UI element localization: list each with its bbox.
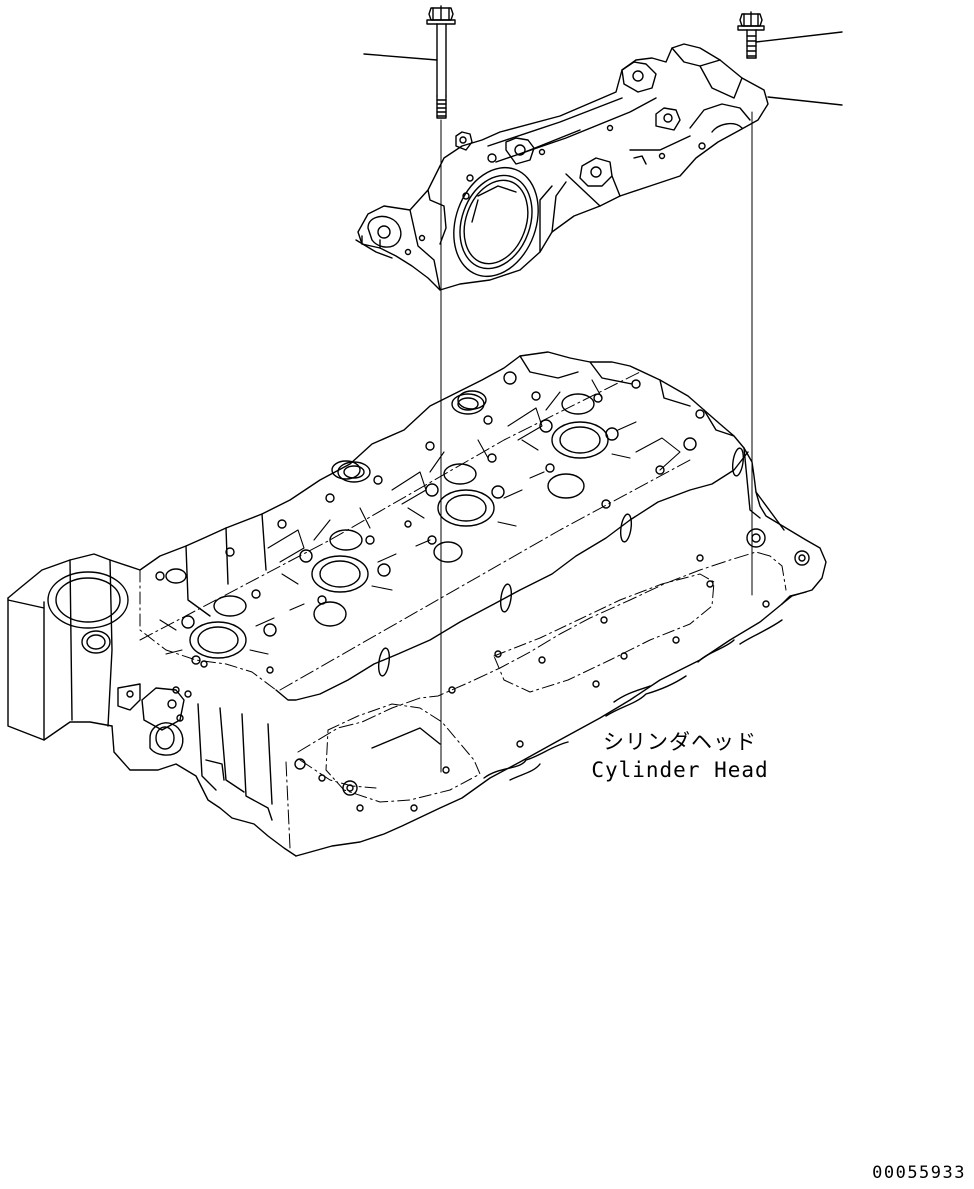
part-label: シリンダヘッド Cylinder Head <box>560 728 800 784</box>
water-manifold <box>356 44 768 290</box>
cylinder-head <box>8 352 826 856</box>
valve-ports <box>190 394 608 658</box>
drawing-number: 00055933 <box>872 1163 966 1183</box>
part-label-japanese: シリンダヘッド <box>603 730 757 754</box>
long-bolt <box>427 6 455 118</box>
part-label-english: Cylinder Head <box>591 758 769 782</box>
alignment-lines <box>441 112 752 772</box>
short-bolt <box>738 12 764 58</box>
leader-lines <box>364 32 842 105</box>
